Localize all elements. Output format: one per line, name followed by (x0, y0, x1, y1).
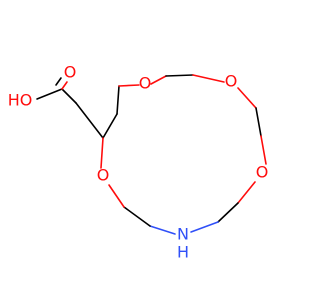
bond-ring-c2-c3 (116, 85, 120, 115)
ring-o-left-label: O (97, 166, 110, 185)
bond-c9-n (190, 221, 219, 233)
bond-n-c10 (149, 225, 176, 235)
carbonyl-o-label: O (64, 63, 77, 82)
bond-c5-o2 (192, 74, 225, 83)
bond-o1-c4 (150, 75, 167, 85)
bond-c1-c2 (61, 88, 77, 104)
bonds-group (36, 74, 267, 235)
ring-o-right-label: O (256, 163, 269, 182)
bond-c11-o4 (108, 184, 125, 208)
bond-o4-ring-c1 (100, 137, 104, 169)
ring-n-h-label: H (177, 243, 189, 262)
bond-ring-c3-o1 (118, 84, 140, 87)
bond-c10-c11 (123, 206, 151, 227)
bond-o2-c6 (237, 87, 257, 109)
bond-oh-c1 (36, 88, 63, 100)
bond-c8-c9 (217, 202, 239, 223)
ring-n-label: N (177, 225, 189, 244)
bond-c7-o3 (260, 135, 267, 165)
bond-c1-o-double-b (55, 77, 62, 86)
bond-c4-c5 (165, 74, 194, 77)
ring-o-top-right-label: O (225, 72, 238, 91)
bond-c2-ring (75, 102, 104, 139)
bond-c1-o-double-a (61, 81, 68, 90)
molecule-structure: HO O O O O O N H (0, 0, 300, 300)
bond-c6-c7 (255, 107, 262, 137)
hydroxyl-label: HO (8, 91, 33, 110)
ring-o-top-left-label: O (139, 74, 152, 93)
bond-ring-c1-c2 (102, 113, 118, 139)
atom-labels: HO O O O O O N H (8, 63, 269, 262)
bond-o3-c8 (237, 181, 256, 204)
background (0, 0, 300, 300)
